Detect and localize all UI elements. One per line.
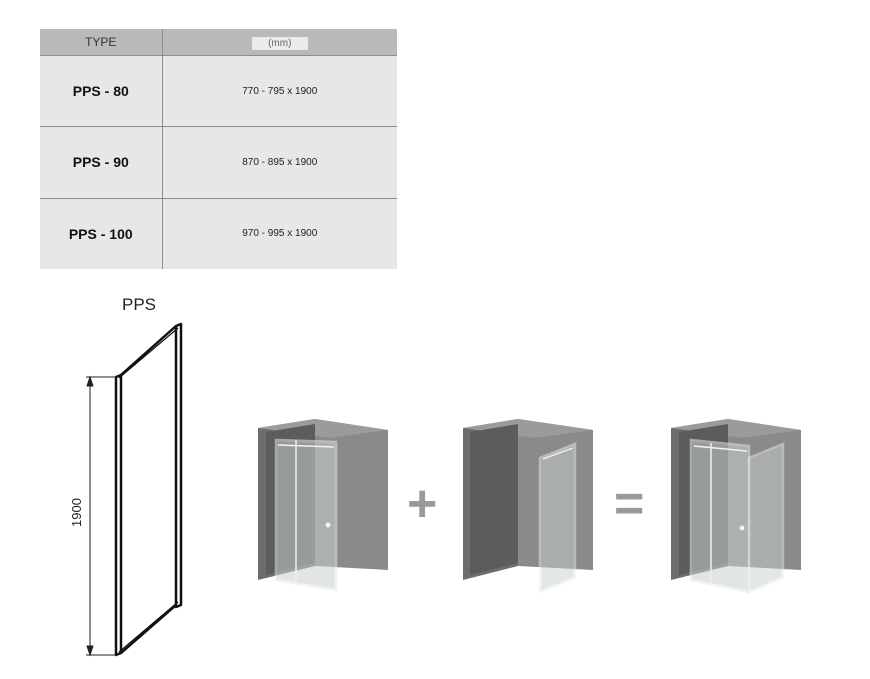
table-row: PPS - 100 970 - 995 x 1900 bbox=[40, 198, 397, 269]
height-dimension-line bbox=[86, 375, 116, 657]
row-dims: 870 - 895 x 1900 bbox=[162, 126, 397, 199]
header-unit: (mm) bbox=[162, 29, 397, 56]
row-type: PPS - 100 bbox=[40, 198, 163, 269]
panel-drawing bbox=[114, 322, 183, 657]
enclosure-door-figure bbox=[258, 419, 388, 592]
row-type: PPS - 80 bbox=[40, 55, 163, 128]
row-type: PPS - 90 bbox=[40, 126, 163, 199]
table-row: PPS - 80 770 - 795 x 1900 bbox=[40, 55, 397, 128]
row-dims: 770 - 795 x 1900 bbox=[162, 55, 397, 128]
equals-sign: = bbox=[614, 475, 645, 533]
row-dims: 970 - 995 x 1900 bbox=[162, 198, 397, 269]
table-header-row: TYPE (mm) bbox=[40, 29, 397, 56]
header-type: TYPE bbox=[40, 29, 163, 56]
header-unit-label: (mm) bbox=[251, 36, 308, 50]
spec-table: TYPE (mm) PPS - 80 770 - 795 x 1900 PPS … bbox=[40, 29, 397, 269]
enclosure-panel-figure bbox=[463, 419, 593, 594]
panel-title: PPS bbox=[122, 295, 157, 314]
height-dimension-label: 1900 bbox=[68, 498, 84, 527]
enclosure-combined-figure bbox=[671, 419, 801, 594]
plus-sign: + bbox=[407, 475, 438, 533]
table-row: PPS - 90 870 - 895 x 1900 bbox=[40, 126, 397, 199]
